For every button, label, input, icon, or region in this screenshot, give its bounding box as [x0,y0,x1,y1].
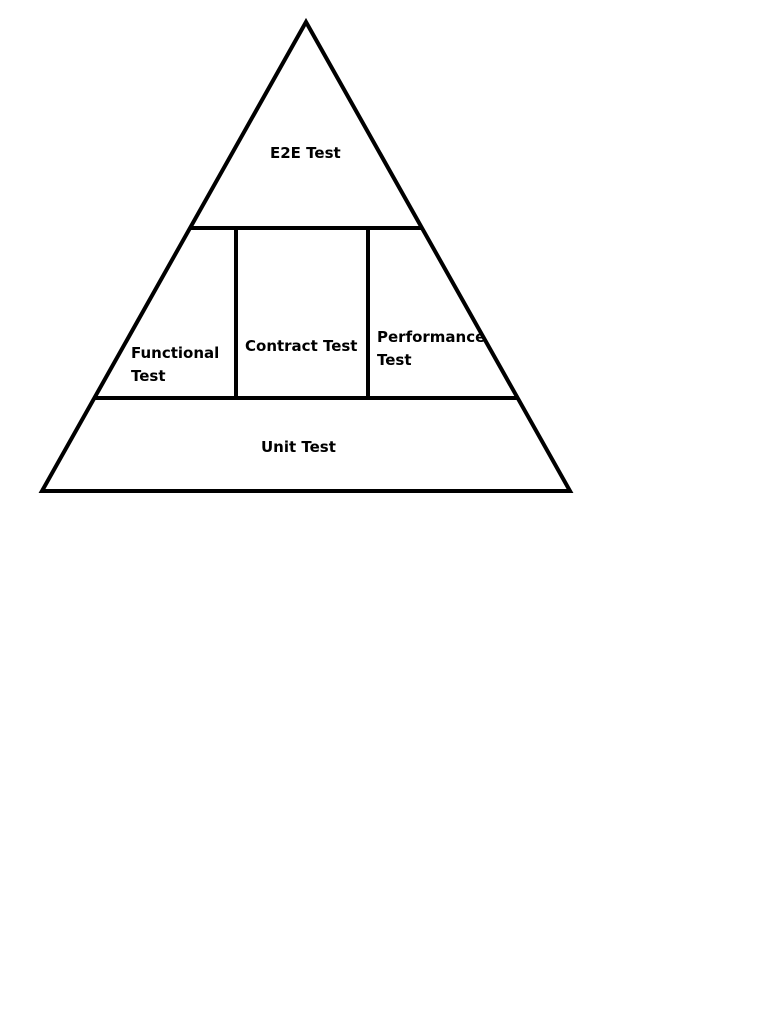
functional-test-line2: Test [131,367,166,385]
performance-test-line1: Performance [377,328,486,346]
label-unit-test: Unit Test [261,436,336,459]
performance-test-line2: Test [377,351,412,369]
e2e-test-text: E2E Test [270,144,341,162]
label-e2e-test: E2E Test [270,142,341,165]
label-functional-test: Functional Test [131,342,219,388]
contract-test-text: Contract Test [245,337,358,355]
functional-test-line1: Functional [131,344,220,362]
label-contract-test: Contract Test [245,335,357,358]
unit-test-text: Unit Test [261,438,336,456]
label-performance-test: Performance Test [377,326,485,372]
pyramid-outline [38,17,574,493]
